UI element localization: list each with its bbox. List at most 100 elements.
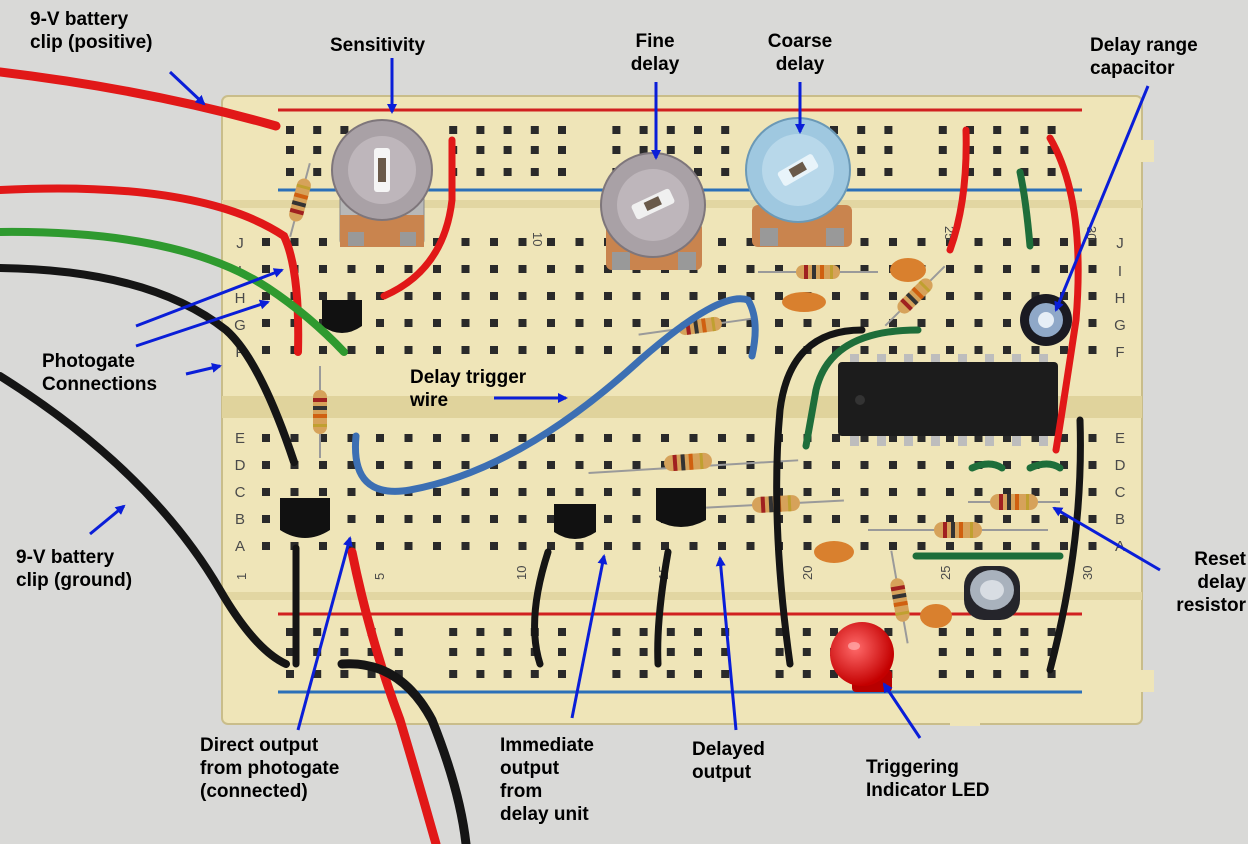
arrow-battery-ground bbox=[89, 504, 126, 536]
breadboard-hole bbox=[917, 461, 926, 469]
breadboard-hole bbox=[290, 434, 299, 442]
battery-positive-wire bbox=[0, 67, 281, 131]
breadboard-hole bbox=[490, 265, 498, 273]
breadboard-hole bbox=[1003, 434, 1011, 442]
breadboard-hole bbox=[661, 434, 669, 442]
breadboard-hole bbox=[340, 628, 349, 636]
wires bbox=[0, 67, 1084, 844]
delay-trigger-wire bbox=[351, 295, 759, 495]
breadboard-hole bbox=[632, 319, 641, 327]
breadboard-hole bbox=[518, 542, 527, 550]
breadboard-hole bbox=[376, 461, 384, 469]
breadboard-hole bbox=[433, 292, 441, 300]
breadboard-hole bbox=[518, 319, 527, 327]
breadboard-hole bbox=[746, 238, 755, 246]
breadboard-hole bbox=[404, 434, 413, 442]
row-letter: F bbox=[235, 344, 244, 361]
ceramic-capacitor bbox=[814, 541, 854, 563]
breadboard-hole bbox=[1003, 461, 1011, 469]
breadboard-hole bbox=[694, 628, 702, 636]
breadboard-hole bbox=[1047, 628, 1056, 636]
breadboard-hole bbox=[347, 346, 356, 354]
breadboard-hole bbox=[718, 434, 726, 442]
breadboard-hole bbox=[262, 434, 270, 442]
arrow-reset-delay-resistor bbox=[1052, 506, 1161, 572]
ic-chip bbox=[838, 354, 1058, 446]
breadboard-hole bbox=[1020, 168, 1029, 176]
breadboard-hole bbox=[547, 542, 555, 550]
breadboard-hole bbox=[1060, 238, 1068, 246]
breadboard-hole bbox=[286, 146, 294, 154]
breadboard-hole bbox=[830, 126, 838, 134]
breadboard-hole bbox=[367, 670, 376, 678]
breadboard-hole bbox=[575, 238, 584, 246]
breadboard-hole bbox=[1060, 515, 1068, 523]
photogate-black-wire bbox=[0, 264, 298, 466]
transistor bbox=[554, 504, 596, 539]
coarse-delay-potentiometer bbox=[745, 117, 852, 247]
breadboard-hole bbox=[1060, 461, 1068, 469]
row-letter: G bbox=[234, 317, 246, 334]
label-fine-delay: Fine delay bbox=[630, 31, 680, 75]
breadboard-hole bbox=[694, 126, 702, 134]
breadboard-hole bbox=[347, 265, 356, 273]
breadboard-hole bbox=[286, 126, 294, 134]
breadboard-hole bbox=[558, 126, 566, 134]
breadboard-hole bbox=[938, 126, 947, 134]
breadboard-hole bbox=[884, 126, 893, 134]
breadboard-hole bbox=[632, 434, 641, 442]
arrow-photogate bbox=[135, 268, 284, 328]
arrow-direct-output bbox=[296, 536, 353, 731]
column-number: 25 bbox=[938, 566, 953, 580]
breadboard-hole bbox=[1020, 146, 1029, 154]
breadboard-hole bbox=[490, 515, 498, 523]
ceramic-capacitor bbox=[920, 604, 952, 628]
breadboard-hole bbox=[718, 542, 726, 550]
breadboard-hole bbox=[1060, 346, 1068, 354]
breadboard-hole bbox=[612, 648, 621, 656]
breadboard-hole bbox=[476, 146, 485, 154]
breadboard-hole bbox=[394, 670, 403, 678]
breadboard-hole bbox=[860, 542, 869, 550]
breadboard-hole bbox=[1060, 265, 1068, 273]
breadboard-hole bbox=[518, 292, 527, 300]
breadboard-hole bbox=[746, 434, 755, 442]
breadboard-hole bbox=[290, 488, 299, 496]
breadboard-hole bbox=[1031, 434, 1040, 442]
breadboard-hole bbox=[575, 434, 584, 442]
breadboard-hole bbox=[721, 670, 730, 678]
breadboard-hole bbox=[262, 515, 270, 523]
breadboard-hole bbox=[917, 488, 926, 496]
breadboard-hole bbox=[860, 434, 869, 442]
breadboard-hole bbox=[993, 146, 1002, 154]
breadboard-hole bbox=[604, 292, 612, 300]
breadboard-hole bbox=[461, 265, 470, 273]
breadboard-hole bbox=[319, 265, 327, 273]
breadboard-hole bbox=[889, 434, 897, 442]
breadboard-hole bbox=[612, 126, 621, 134]
breadboard-hole bbox=[547, 346, 555, 354]
reset-delay-resistor bbox=[968, 494, 1060, 510]
breadboard-hole bbox=[347, 461, 356, 469]
battery-ground-wire bbox=[0, 372, 290, 668]
breadboard-hole bbox=[721, 168, 730, 176]
black-jumper-wire bbox=[654, 548, 672, 668]
column-number: 10 bbox=[514, 566, 529, 580]
breadboard-hole bbox=[1060, 488, 1068, 496]
breadboard-hole bbox=[340, 670, 349, 678]
breadboard-hole bbox=[1020, 628, 1029, 636]
arrow-delay-range-capacitor bbox=[1054, 85, 1150, 312]
breadboard-hole bbox=[966, 168, 974, 176]
breadboard-hole bbox=[803, 488, 812, 496]
breadboard-hole bbox=[262, 292, 270, 300]
breadboard-hole bbox=[404, 319, 413, 327]
breadboard-hole bbox=[1088, 515, 1097, 523]
breadboard-hole bbox=[666, 670, 675, 678]
breadboard-hole bbox=[612, 628, 621, 636]
breadboard-hole bbox=[347, 434, 356, 442]
breadboard-hole bbox=[313, 146, 322, 154]
breadboard-hole bbox=[1003, 265, 1011, 273]
resistor bbox=[313, 366, 327, 458]
right-notch bbox=[1140, 670, 1154, 692]
